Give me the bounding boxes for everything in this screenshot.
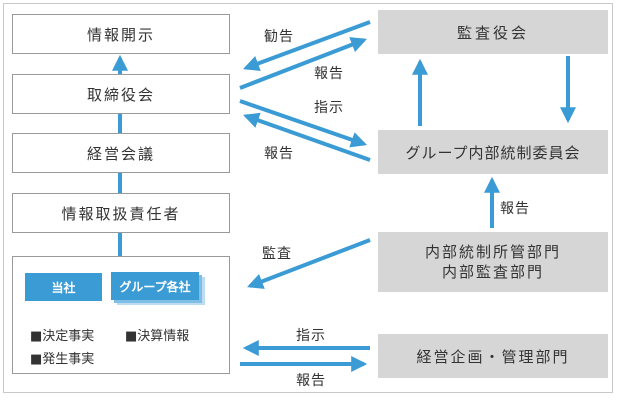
label-report-from-committee: 報告 [264, 146, 294, 162]
tag-company: 当社 [25, 273, 102, 301]
tag-group: グループ各社 [111, 272, 199, 300]
label-instruct-committee: 指示 [314, 100, 344, 116]
management-meeting-box: 経営会議 [12, 133, 230, 173]
label-recommend: 勧告 [264, 29, 294, 45]
internal-control-dept-line2: 内部監査部門 [441, 263, 544, 281]
arrow-recommend [242, 20, 371, 72]
label-report-from-planning: 報告 [296, 373, 326, 389]
arrow-report-from-committee [242, 112, 371, 162]
item-decision-facts: ■決定事実 [30, 329, 95, 344]
group-control-committee-box: グループ内部統制委員会 [378, 130, 608, 174]
arrow-audit [247, 238, 371, 289]
label-report-to-audit: 報告 [314, 66, 344, 82]
label-instruct-planning: 指示 [296, 328, 326, 344]
info-officer-box: 情報取扱責任者 [12, 193, 230, 233]
planning-dept-box: 経営企画・管理部門 [378, 334, 608, 378]
arrow-report-to-audit [239, 37, 367, 90]
audit-board-box: 監査役会 [378, 10, 608, 54]
label-audit: 監査 [262, 246, 292, 262]
internal-control-dept-box: 内部統制所管部門 内部監査部門 [378, 232, 608, 292]
arrow-instruct-committee [239, 99, 368, 148]
item-occurrence-facts: ■発生事実 [30, 352, 95, 367]
disclosure-box: 情報開示 [12, 14, 230, 54]
label-report-up: 報告 [500, 201, 530, 217]
internal-control-dept-line1: 内部統制所管部門 [424, 243, 561, 261]
item-financial-info: ■決算情報 [125, 329, 190, 344]
board-box: 取締役会 [12, 74, 230, 114]
